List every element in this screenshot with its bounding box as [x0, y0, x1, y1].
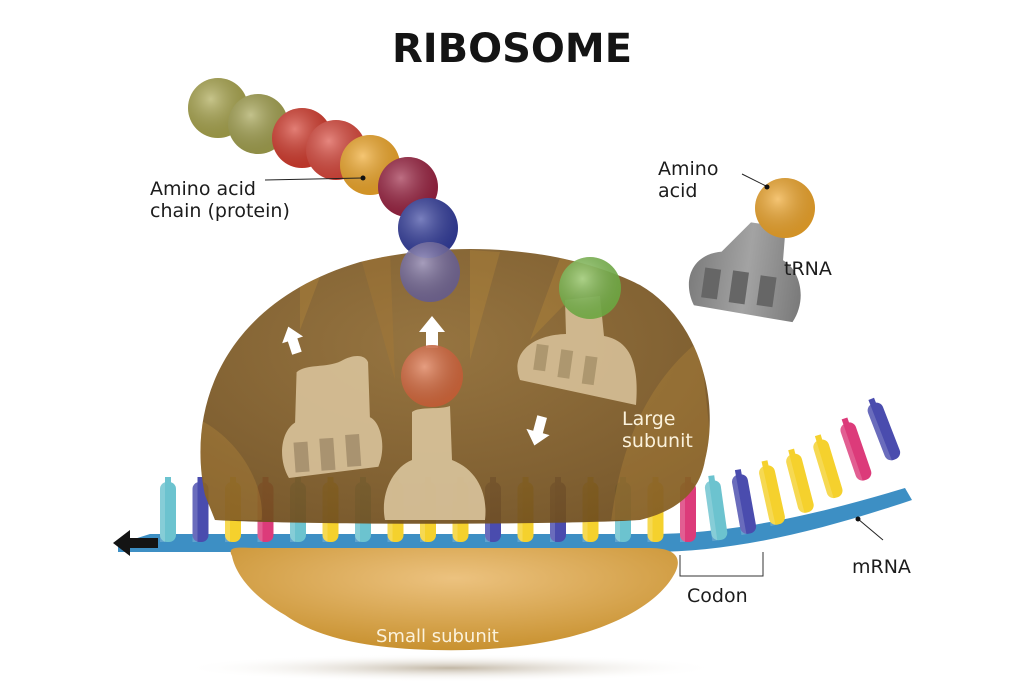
mrna-base — [865, 397, 901, 463]
leader-amino-acid — [741, 173, 767, 187]
label-large-subunit: Large subunit — [622, 408, 693, 452]
small-subunit — [230, 547, 678, 651]
mrna-base — [838, 417, 872, 483]
ribosome-amino-acids — [401, 257, 621, 407]
mrna-base — [704, 475, 728, 542]
label-small-subunit: Small subunit — [376, 626, 499, 647]
codon-bracket — [679, 552, 764, 577]
amino-acid-blue — [398, 198, 458, 258]
amino-acid-chain — [188, 78, 460, 302]
orange-red-amino-acid — [401, 345, 463, 407]
exit-arrow-left — [282, 326, 304, 355]
mrna-base — [160, 477, 176, 542]
label-codon: Codon — [687, 585, 748, 607]
label-mrna: mRNA — [852, 556, 911, 578]
free-trna — [688, 222, 801, 323]
leader-mrna — [857, 518, 884, 541]
mrna-direction-arrow — [113, 530, 158, 556]
trna-aminoacyl-site — [517, 296, 637, 405]
green-amino-acid — [559, 257, 621, 319]
amino-acid-violet-in-ribosome — [400, 242, 460, 302]
diagram-title: RIBOSOME — [391, 26, 633, 72]
mrna-base — [757, 460, 785, 527]
mrna-base — [730, 469, 757, 535]
mrna-base — [784, 448, 814, 515]
entry-arrow — [526, 415, 550, 446]
mrna-base — [811, 434, 843, 500]
leader-chain — [264, 177, 363, 181]
mrna-base — [192, 477, 209, 542]
trna-exit-site — [282, 356, 383, 479]
label-amino-acid-chain: Amino acid chain (protein) — [150, 178, 290, 222]
floor-shadow — [180, 654, 720, 682]
label-trna: tRNA — [784, 258, 832, 280]
trna-peptidyl-site — [383, 406, 486, 520]
label-amino-acid: Amino acid — [658, 158, 719, 202]
exit-arrow-center — [419, 316, 445, 348]
